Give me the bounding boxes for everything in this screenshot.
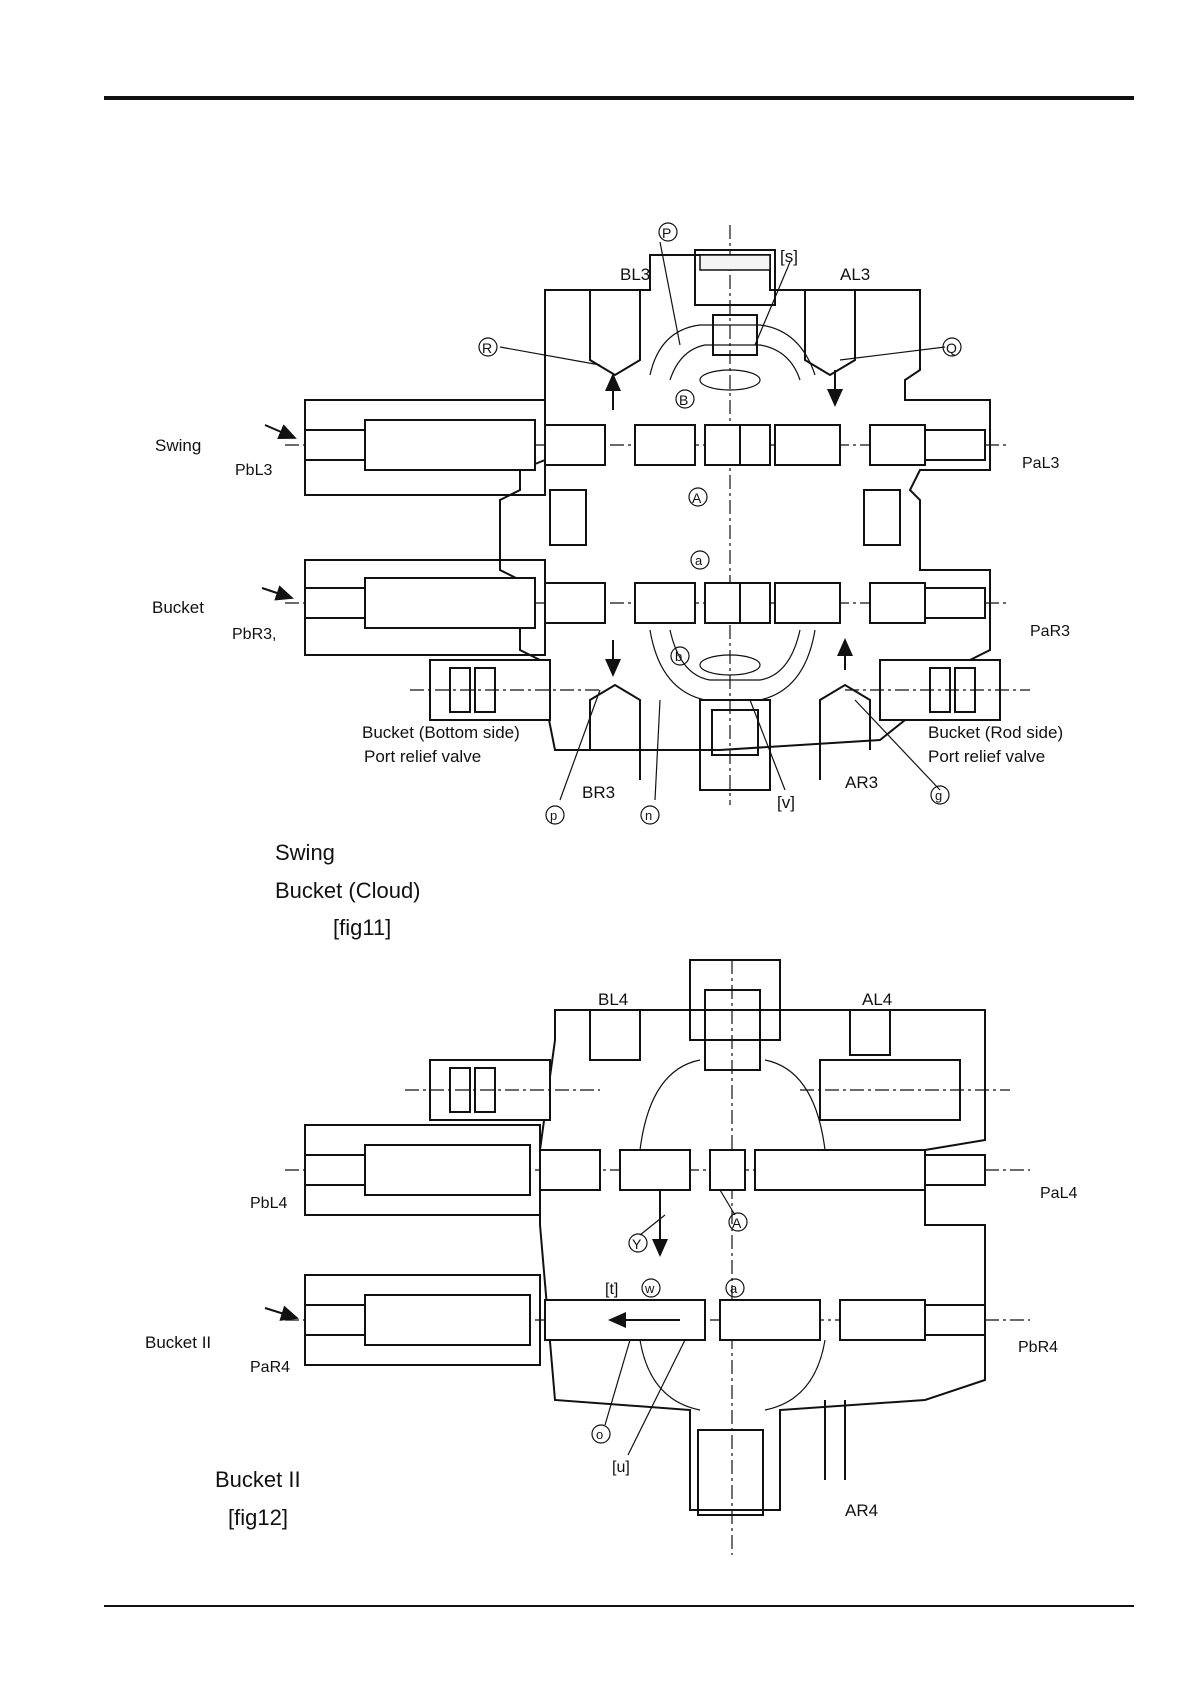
fig12-caption-line1: Bucket II (215, 1467, 301, 1492)
port-al4: AL4 (862, 990, 892, 1009)
fig12-caption-line2: [fig12] (228, 1505, 288, 1530)
port-pal4: PaL4 (1040, 1185, 1077, 1202)
port-u: [u] (612, 1459, 630, 1476)
port-pbr4: PbR4 (1018, 1339, 1058, 1356)
port-t: [t] (605, 1281, 618, 1298)
marker-a-upper-12: A (732, 1215, 742, 1231)
label-bucket2: Bucket II (145, 1333, 211, 1352)
port-bl4: BL4 (598, 990, 628, 1009)
port-par4: PaR4 (250, 1359, 290, 1376)
marker-a-lower-12: a (730, 1281, 738, 1296)
marker-o: o (596, 1427, 603, 1442)
marker-w: w (644, 1281, 655, 1296)
port-ar4: AR4 (845, 1501, 878, 1520)
marker-y: Y (632, 1236, 642, 1252)
port-pbl4: PbL4 (250, 1195, 287, 1212)
